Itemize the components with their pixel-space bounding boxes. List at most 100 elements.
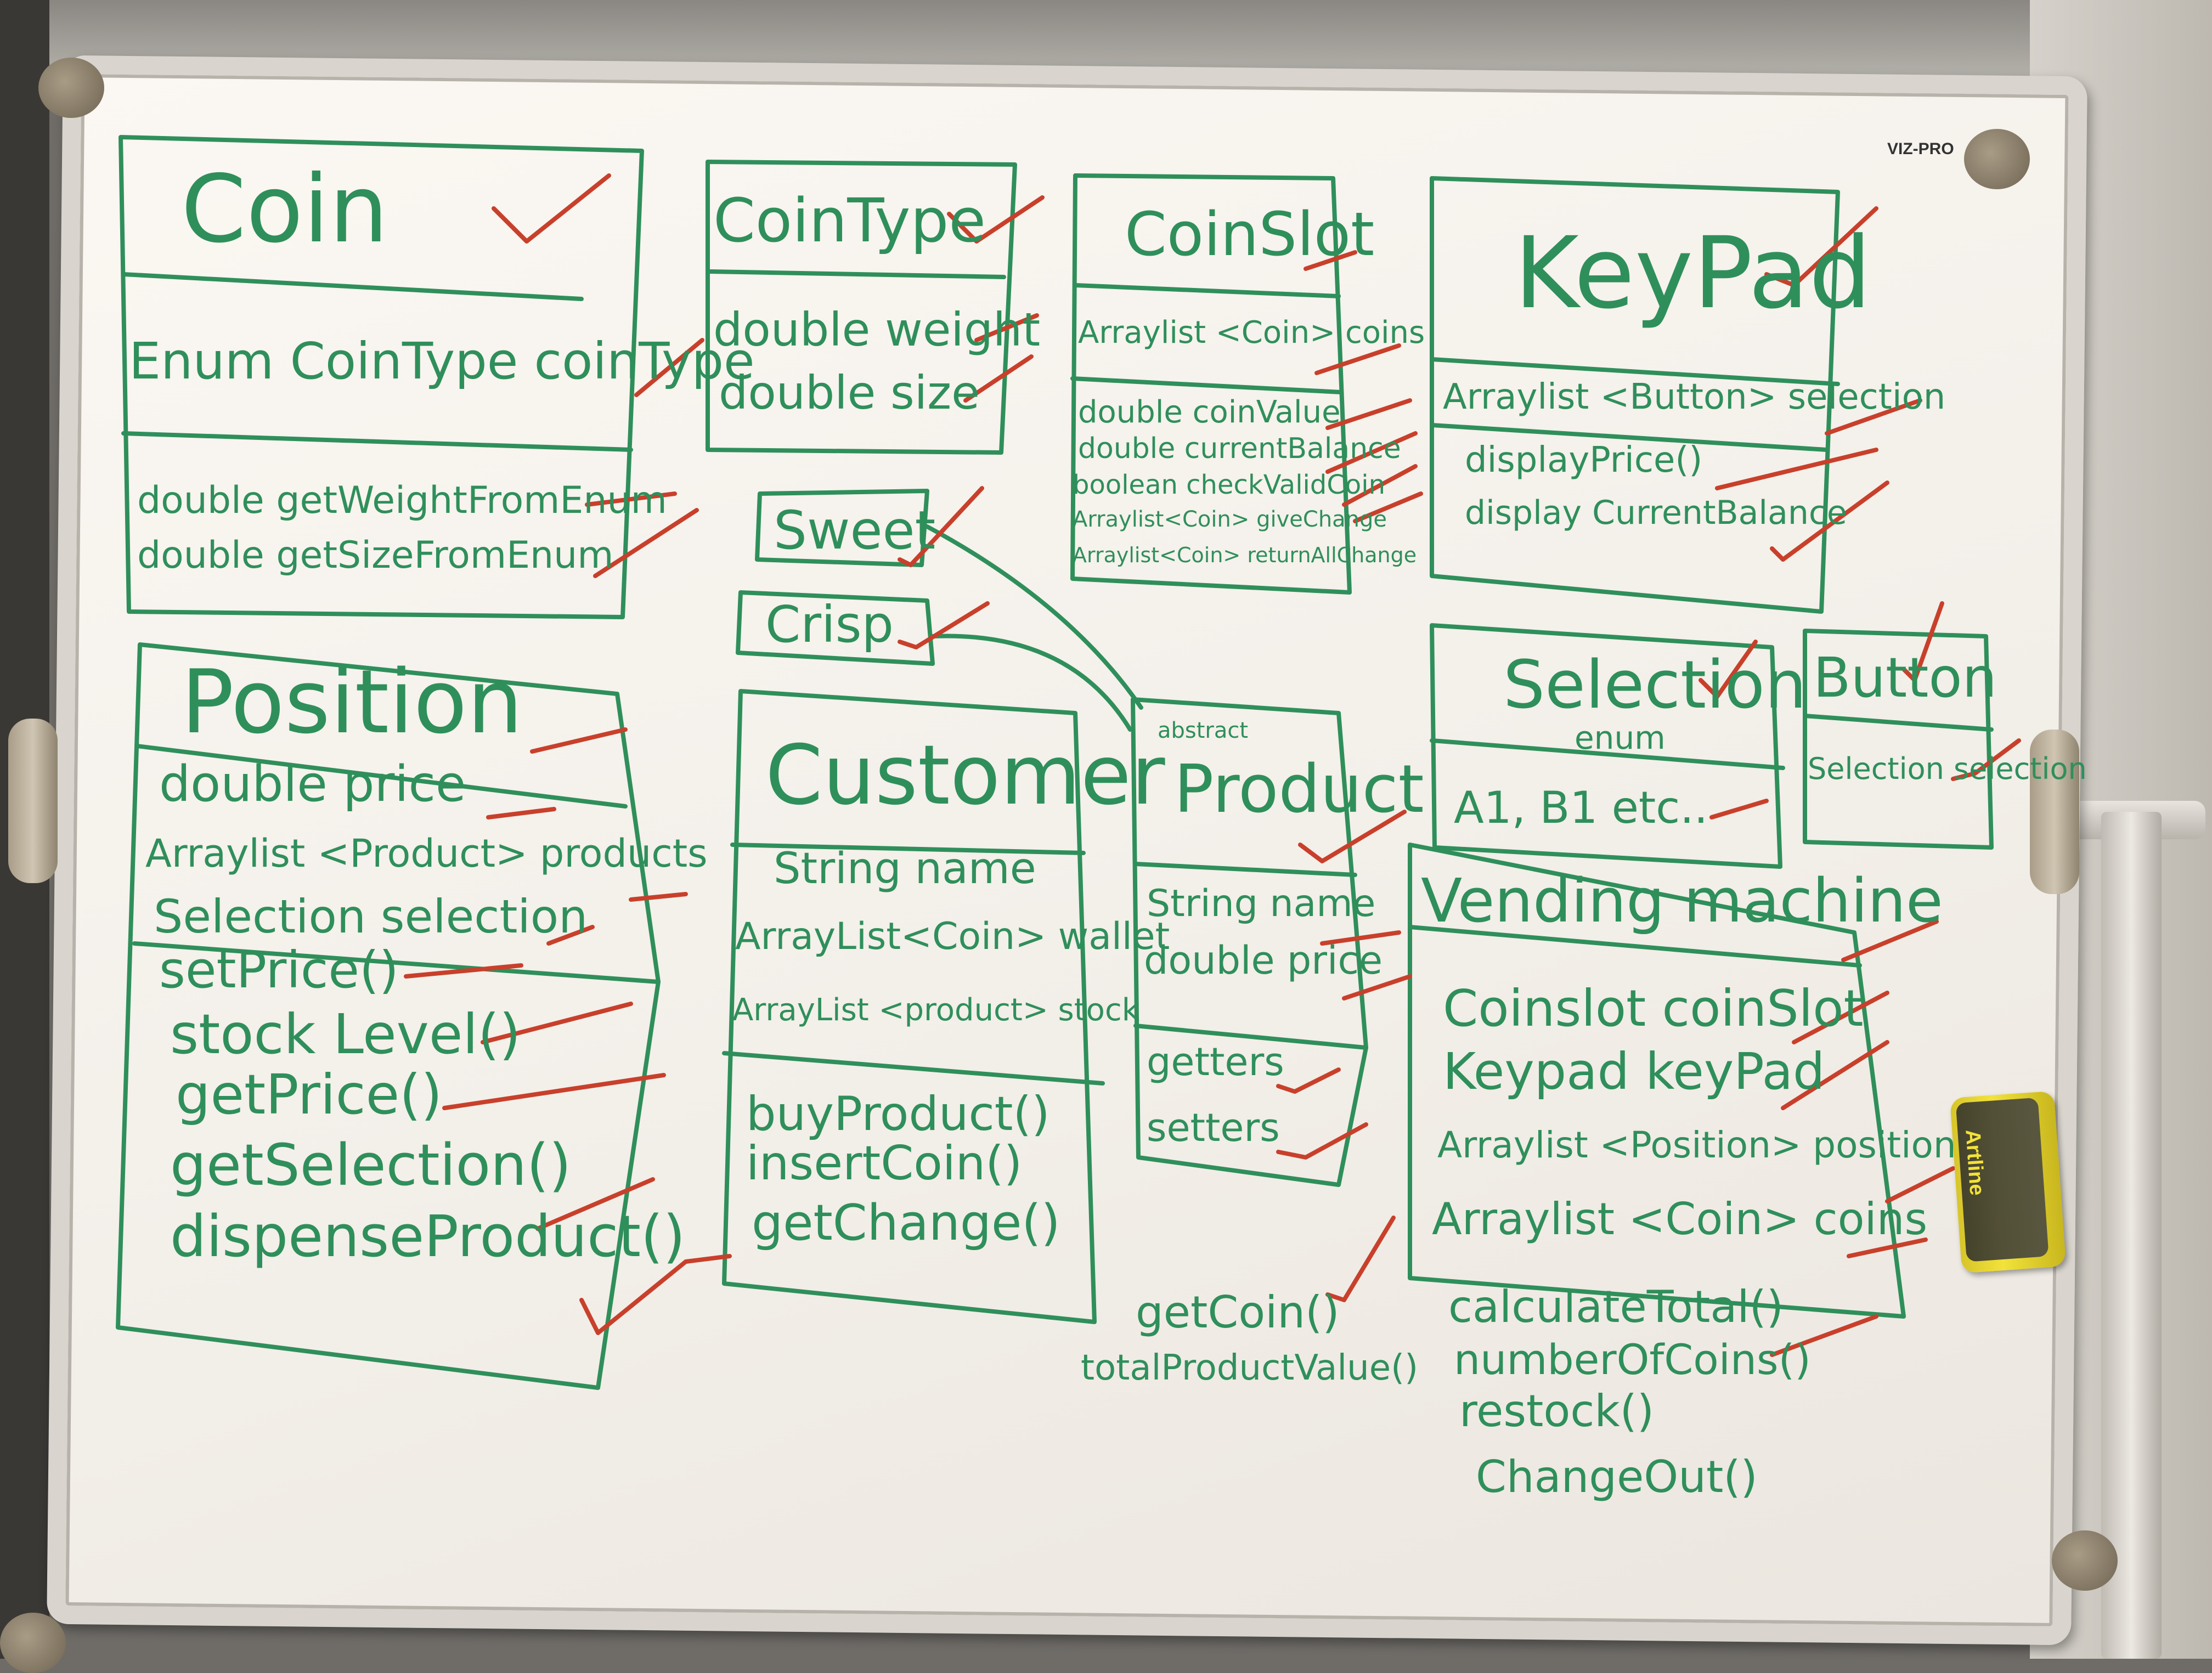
check-pos-f1: [486, 807, 556, 819]
vending-field-1: Coinslot coinSlot: [1443, 979, 1864, 1038]
keypad-title: KeyPad: [1514, 216, 1871, 331]
cointype-box: [706, 160, 1017, 455]
check-product-f1: [1320, 930, 1401, 946]
check-cs-m4: [1353, 491, 1423, 523]
customer-divider-1: [730, 843, 1086, 855]
check-vm-m1: [1770, 1314, 1878, 1357]
product-extra-1: getCoin(): [1136, 1287, 1340, 1338]
check-cs-m1: [1325, 398, 1412, 430]
selection-box: [1430, 623, 1782, 869]
product-method-2: setters: [1147, 1105, 1280, 1150]
sweet-title: Sweet: [774, 500, 935, 561]
whiteboard-eraser[interactable]: Artline: [1950, 1090, 2066, 1274]
cointype-field-2: double size: [719, 366, 980, 420]
keypad-divider-2: [1430, 423, 1829, 452]
check-product-title: [1298, 810, 1407, 863]
check-crisp: [898, 601, 990, 649]
coinslot-field-1: Arraylist <Coin> coins: [1078, 315, 1425, 351]
position-divider-1: [135, 744, 628, 809]
position-divider-2: [132, 941, 661, 984]
vending-method-1: calculateTotal(): [1448, 1281, 1784, 1332]
cointype-field-1: double weight: [713, 303, 1040, 357]
check-kp-f1: [1825, 398, 1922, 436]
button-title: Button: [1813, 646, 1997, 710]
board-corner-top-right: [1964, 129, 2030, 189]
check-ct-f1: [974, 313, 1039, 342]
product-box: [1131, 697, 1368, 1187]
coin-divider-2: [121, 431, 633, 452]
position-method-3: getPrice(): [176, 1062, 442, 1127]
coin-method-1: double getWeightFromEnum: [137, 479, 667, 522]
vending-divider: [1408, 925, 1862, 968]
position-method-4: getSelection(): [170, 1132, 571, 1199]
check-vm-f4: [1847, 1237, 1928, 1258]
position-method-2: stock Level(): [170, 1002, 521, 1066]
product-divider-2: [1133, 1024, 1368, 1050]
vending-title: Vending machine: [1421, 866, 1943, 936]
product-method-1: getters: [1147, 1039, 1284, 1084]
position-title: Position: [181, 651, 523, 753]
product-stereotype: abstract: [1158, 718, 1248, 743]
customer-field-3: ArrayList <product> stock: [732, 992, 1140, 1028]
vending-field-2: Keypad keyPad: [1443, 1042, 1825, 1101]
product-title: Product: [1174, 751, 1424, 828]
check-pos-m2: [481, 1002, 633, 1044]
crisp-to-product-link: [930, 634, 1132, 732]
check-vm-f2: [1781, 1040, 1889, 1110]
product-field-1: String name: [1147, 882, 1375, 925]
selection-title: Selection: [1503, 647, 1807, 724]
check-cs-m3: [1342, 464, 1418, 507]
coinslot-divider-2: [1070, 376, 1344, 394]
coinslot-method-3: boolean checkValidCoin: [1073, 470, 1385, 500]
check-cs-f1: [1314, 343, 1401, 375]
check-product-m1: [1276, 1067, 1341, 1094]
position-box: [116, 642, 661, 1390]
keypad-method-2: display CurrentBalance: [1465, 494, 1847, 532]
sweet-to-product-link: [925, 524, 1143, 710]
keypad-field-1: Arraylist <Button> selection: [1443, 377, 1945, 417]
position-method-1: setPrice(): [159, 941, 399, 999]
customer-field-1: String name: [774, 844, 1036, 894]
check-button-field: [1951, 738, 2021, 781]
vending-method-2: numberOfCoins(): [1454, 1335, 1811, 1384]
customer-divider-2: [722, 1051, 1105, 1086]
vending-box: [1408, 843, 1906, 1319]
check-selection-title: [1699, 640, 1758, 699]
button-box: [1803, 629, 1994, 850]
check-vm-f1: [1792, 991, 1889, 1044]
check-selection-values: [1709, 799, 1769, 819]
check-pos-m4: [535, 1177, 655, 1231]
coinslot-title: CoinSlot: [1125, 199, 1374, 269]
position-field-3: Selection selection: [154, 890, 588, 943]
crisp-title: Crisp: [765, 595, 894, 654]
customer-title: Customer: [765, 728, 1165, 823]
check-sweet: [898, 486, 984, 567]
coin-box: [119, 135, 644, 619]
check-pos-title: [530, 727, 628, 754]
sweet-box: [755, 489, 929, 567]
check-coin-field: [634, 338, 704, 397]
check-cointype: [947, 195, 1045, 244]
product-extra-2: totalProductValue(): [1081, 1348, 1418, 1388]
check-button-title: [1901, 601, 1944, 682]
coin-method-2: double getSizeFromEnum: [137, 534, 614, 577]
coinslot-method-5: Arraylist<Coin> returnAllChange: [1073, 543, 1417, 567]
coin-field-1: Enum CoinType coinType: [129, 332, 755, 391]
customer-field-2: ArrayList<Coin> wallet: [735, 915, 1170, 958]
board-corner-bottom-right: [2052, 1530, 2118, 1591]
check-ct-f2: [963, 354, 1034, 403]
keypad-box: [1430, 176, 1840, 614]
board-side-clip-right: [2030, 730, 2079, 894]
check-coin: [492, 173, 611, 244]
check-keypad: [1764, 206, 1878, 287]
check-kp-m2: [1770, 481, 1889, 562]
customer-method-1: buyProduct(): [746, 1087, 1050, 1141]
check-coin-m2: [593, 508, 699, 578]
vending-field-4: Arraylist <Coin> coins: [1432, 1194, 1927, 1245]
check-cs-m2: [1325, 431, 1418, 474]
coinslot-method-1: double coinValue: [1078, 394, 1341, 430]
coinslot-method-2: double currentBalance: [1078, 432, 1401, 465]
keypad-divider-1: [1430, 357, 1840, 386]
coinslot-divider-1: [1073, 283, 1341, 298]
